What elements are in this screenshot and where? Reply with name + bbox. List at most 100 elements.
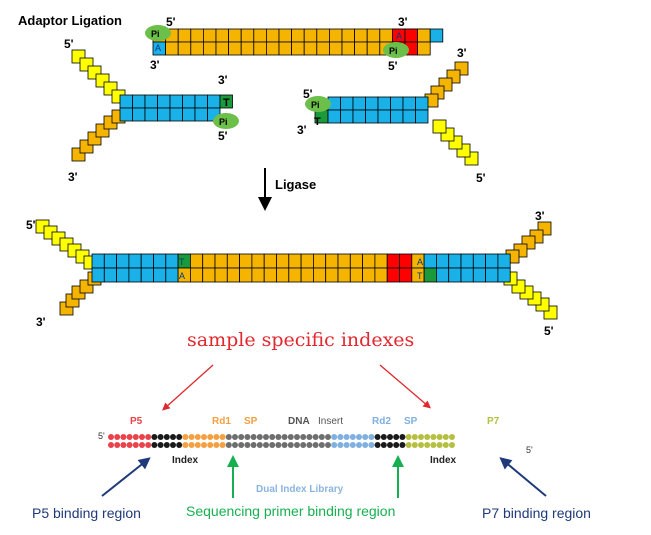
product-bottom-strand-cell bbox=[128, 267, 142, 283]
left-adaptor-top-cell bbox=[182, 94, 196, 109]
lib-sp2-label: SP bbox=[404, 416, 418, 427]
library-bead bbox=[418, 434, 424, 440]
product-bottom-strand-cell bbox=[337, 267, 351, 283]
left-adaptor-top-cell bbox=[144, 94, 158, 109]
library-bead bbox=[213, 442, 220, 448]
product-top-strand-cell bbox=[325, 253, 339, 269]
library-bead bbox=[182, 442, 189, 448]
insert-top-strand-cell bbox=[215, 28, 230, 43]
top-insert-3prime-right: 3' bbox=[398, 15, 408, 29]
product-bottom-strand-cell bbox=[485, 267, 499, 283]
product-top-strand-cell bbox=[276, 253, 290, 269]
library-bead bbox=[411, 442, 418, 448]
library-bead bbox=[108, 442, 114, 448]
product-bottom-strand-cell bbox=[288, 267, 302, 283]
top-right-phosphate bbox=[383, 42, 409, 58]
index-heading: sample specific indexes bbox=[187, 329, 414, 351]
library-bead bbox=[139, 442, 145, 448]
product-top-strand-cell bbox=[362, 253, 376, 269]
library-bead bbox=[312, 442, 319, 448]
library-bead bbox=[269, 434, 276, 440]
left-adaptor-5prime: 5' bbox=[64, 37, 74, 51]
library-bead bbox=[424, 434, 431, 440]
top-left-phosphate bbox=[145, 25, 171, 41]
product-top-strand-cell bbox=[251, 253, 265, 269]
library-bead bbox=[337, 442, 344, 448]
right-adaptor-5prime-bottom: 5' bbox=[476, 171, 486, 185]
library-bead bbox=[380, 442, 387, 448]
library-bead bbox=[436, 434, 443, 440]
lib-5prime-left: 5' bbox=[98, 431, 105, 441]
product-a-left: A bbox=[179, 271, 185, 281]
product-top-strand-cell bbox=[374, 253, 388, 269]
library-bead bbox=[132, 434, 139, 440]
right-adaptor-arm-cell bbox=[432, 119, 447, 134]
product-bottom-strand-cell bbox=[165, 267, 179, 283]
right-adaptor-top-cell bbox=[402, 96, 416, 111]
lib-index-right: Index bbox=[430, 455, 457, 466]
library-bead bbox=[411, 434, 418, 440]
product-top-strand-cell bbox=[485, 253, 499, 269]
left-adaptor-top-cell bbox=[169, 94, 183, 109]
library-bead bbox=[269, 442, 276, 448]
product-bottom-strand-cell bbox=[362, 267, 376, 283]
library-bead bbox=[325, 442, 331, 448]
left-adaptor-bottom-cell bbox=[144, 107, 158, 122]
library-bead bbox=[163, 442, 170, 448]
product-top-strand-cell bbox=[189, 253, 204, 269]
right-adaptor-bottom-cell bbox=[340, 109, 354, 124]
top-insert-a-right: A bbox=[396, 31, 402, 41]
product-bottom-strand-cell bbox=[116, 267, 130, 283]
product-bottom-strand-cell bbox=[226, 267, 241, 283]
product-top-strand-cell bbox=[165, 253, 179, 269]
product-top-strand-cell bbox=[214, 253, 228, 269]
library-bead bbox=[325, 434, 331, 440]
library-bead bbox=[424, 442, 431, 448]
right-adaptor-duplex bbox=[314, 96, 429, 124]
top-insert-a-left: A bbox=[155, 43, 161, 53]
left-adaptor-bottom-cell bbox=[157, 107, 171, 122]
right-adaptor-bottom-cell bbox=[390, 109, 404, 124]
insert-bottom-strand-cell bbox=[291, 41, 305, 56]
library-bead bbox=[238, 434, 245, 440]
insert-bottom-strand-cell bbox=[341, 41, 356, 56]
product-bottom-strand-cell bbox=[214, 267, 228, 283]
product-bottom-strand-cell bbox=[251, 267, 265, 283]
library-bead bbox=[374, 442, 381, 448]
left-adaptor-bottom-cell bbox=[169, 107, 183, 122]
library-bead bbox=[442, 442, 449, 448]
library-bead bbox=[256, 434, 263, 440]
lib-rd2-label: Rd2 bbox=[372, 416, 391, 427]
library-bead bbox=[244, 442, 251, 448]
library-bead bbox=[139, 434, 145, 440]
library-bead bbox=[182, 434, 189, 440]
insert-top-strand-cell bbox=[417, 28, 431, 43]
p7-region-label: P7 binding region bbox=[482, 505, 591, 521]
library-bead bbox=[387, 434, 393, 440]
right-adaptor-3prime-top: 3' bbox=[457, 46, 467, 60]
library-bead bbox=[132, 442, 139, 448]
library-bead bbox=[300, 434, 307, 440]
product-bottom-strand-cell bbox=[312, 267, 327, 283]
top-insert-3prime-left: 3' bbox=[150, 58, 160, 72]
insert-top-strand-cell bbox=[228, 28, 242, 43]
insert-bottom-strand-cell bbox=[228, 41, 242, 56]
library-bead bbox=[157, 442, 164, 448]
library-bead bbox=[393, 434, 400, 440]
product-bottom-strand-cell bbox=[448, 267, 462, 283]
product-bottom-strand-cell bbox=[497, 267, 511, 283]
library-bead bbox=[430, 434, 437, 440]
library-bead bbox=[436, 442, 443, 448]
product-top-strand-cell bbox=[116, 253, 130, 269]
top-left-phosphate-label: Pi bbox=[151, 29, 160, 39]
library-bead bbox=[430, 442, 437, 448]
library-bead bbox=[232, 442, 238, 448]
library-bead bbox=[331, 434, 338, 440]
product-top-strand-cell bbox=[103, 253, 118, 269]
p5-region-arrow bbox=[101, 457, 151, 497]
library-bead bbox=[294, 434, 300, 440]
top-insert-5prime-right: 5' bbox=[388, 59, 398, 73]
right-adaptor-top-cell bbox=[377, 96, 391, 111]
lib-p7-label: P7 bbox=[487, 416, 500, 427]
left-adaptor-duplex bbox=[119, 94, 233, 122]
